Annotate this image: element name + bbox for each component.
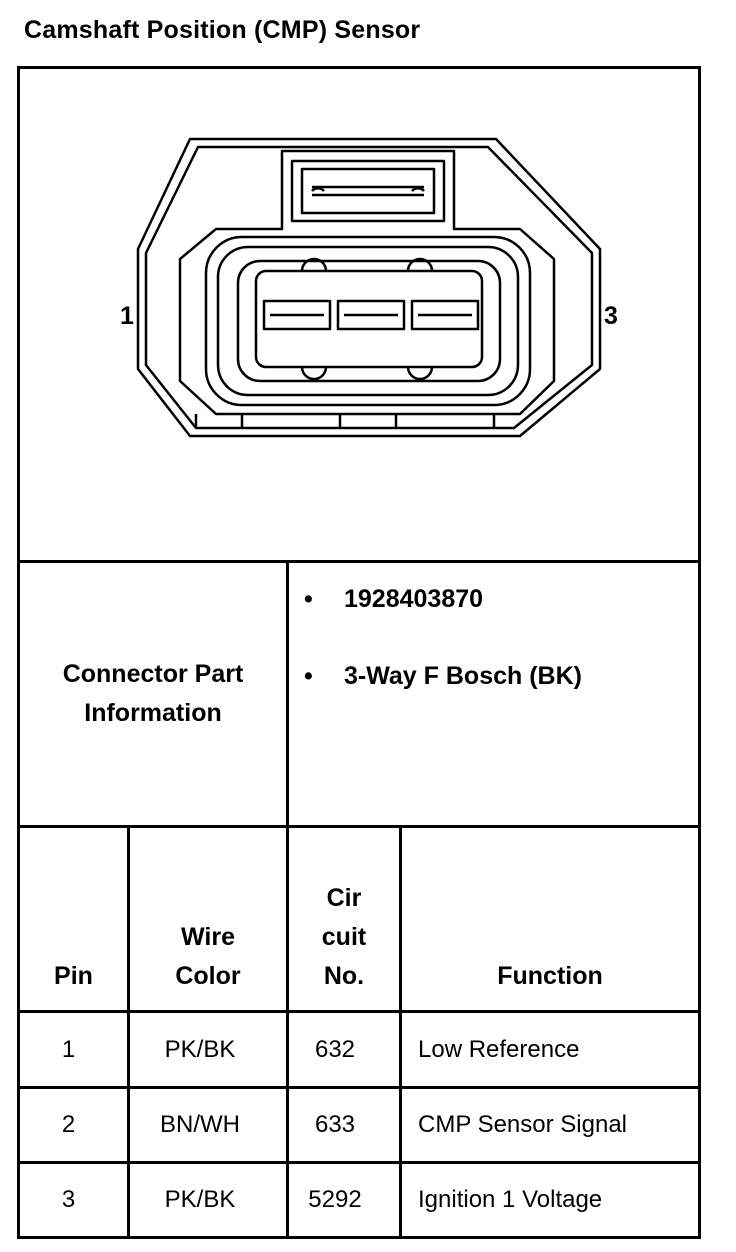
connector-part-info-line1: Connector Part	[62, 660, 244, 688]
row1-pin: 1	[61, 1035, 76, 1063]
connector-part-list: • 1928403870 • 3-Way F Bosch (BK)	[304, 580, 582, 734]
connector-face-diagram: 1 3	[20, 69, 698, 560]
row1-function: Low Reference	[418, 1035, 580, 1063]
divider-header	[17, 1010, 701, 1013]
row3-circuit: 5292	[308, 1186, 362, 1213]
divider-col-circuit	[399, 825, 402, 1238]
row1-circuit: 632	[314, 1035, 356, 1063]
connector-part-number-text: 1928403870	[344, 584, 484, 613]
divider-col-pin	[127, 825, 130, 1238]
divider-diagram	[17, 560, 701, 563]
header-circuit: Cir cuit No.	[289, 879, 399, 996]
header-circuit-line1: Cir	[326, 884, 362, 912]
connector-face-icon	[136, 137, 602, 438]
connector-type: • 3-Way F Bosch (BK)	[304, 657, 582, 695]
row3-wire-color: PK/BK	[164, 1186, 236, 1213]
row2-circuit: 633	[314, 1111, 356, 1138]
connector-table-frame	[17, 66, 701, 1238]
header-wire-color-line1: Wire	[181, 923, 235, 951]
row1-wire-color: PK/BK	[164, 1035, 236, 1063]
header-wire-color: Wire Color	[130, 918, 286, 996]
page-title: Camshaft Position (CMP) Sensor	[24, 16, 421, 44]
divider-bottom	[17, 1236, 701, 1239]
bullet-icon: •	[304, 584, 313, 613]
divider-row2	[17, 1161, 701, 1164]
row2-pin: 2	[61, 1111, 76, 1138]
pin-3-label: 3	[604, 302, 618, 330]
bullet-icon: •	[304, 661, 313, 690]
row3-function: Ignition 1 Voltage	[418, 1186, 603, 1213]
connector-part-info-line2: Information	[84, 699, 222, 727]
connector-part-info-label: Connector Part Information	[20, 563, 286, 825]
header-wire-color-line2: Color	[175, 962, 241, 990]
row3-pin: 3	[61, 1186, 76, 1213]
divider-info	[17, 825, 701, 828]
header-circuit-line2: cuit	[321, 923, 367, 951]
connector-part-number: • 1928403870	[304, 580, 582, 618]
header-function: Function	[497, 962, 603, 990]
divider-info-column	[286, 560, 289, 826]
divider-row1	[17, 1086, 701, 1089]
pin-1-label: 1	[120, 302, 134, 330]
connector-type-text: 3-Way F Bosch (BK)	[344, 661, 582, 690]
header-pin: Pin	[54, 962, 93, 990]
divider-col-wire	[286, 825, 289, 1238]
header-circuit-line3: No.	[323, 962, 365, 990]
row2-wire-color: BN/WH	[160, 1111, 240, 1138]
row2-function: CMP Sensor Signal	[418, 1111, 627, 1138]
